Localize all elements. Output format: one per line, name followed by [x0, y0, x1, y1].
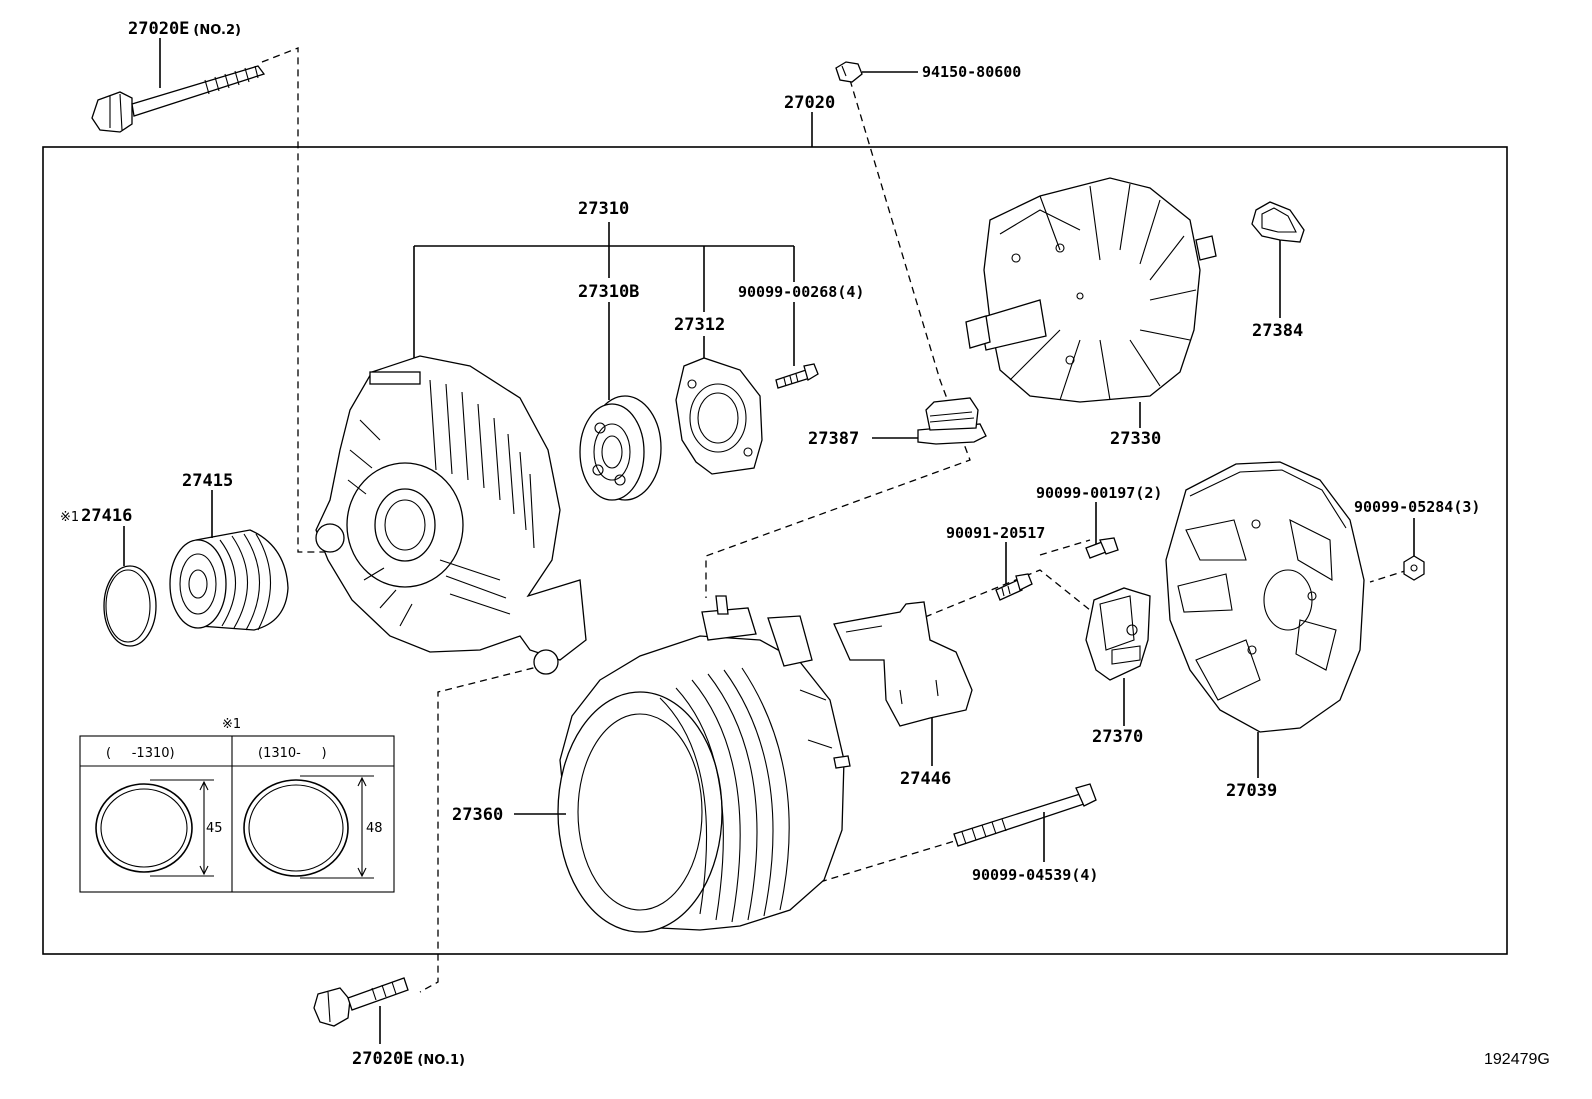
screw-90099-00197: [1085, 537, 1119, 559]
nut-94150-80600: [835, 61, 863, 83]
inset-header-right: (1310- ): [258, 746, 327, 761]
drive-end-frame: [315, 355, 587, 675]
inset-dim-48: 48: [366, 821, 383, 836]
label-27446: 27446: [900, 769, 951, 789]
rotor-27330: [965, 177, 1217, 403]
bearing-27310b: [579, 395, 662, 501]
label-27310b: 27310B: [578, 282, 639, 302]
ring-48: [243, 779, 349, 877]
boot-27387: [917, 397, 987, 445]
screw-90099-00268: [775, 363, 819, 389]
dashed-guides: [261, 47, 1409, 993]
inset-table: [79, 735, 395, 893]
bolt-27020e-no1: [313, 977, 409, 1027]
nut-90099-05284: [1403, 555, 1425, 581]
label-27020e-no1: 27020E(NO.1): [352, 1049, 465, 1069]
label-27384: 27384: [1252, 321, 1303, 341]
label-27020: 27020: [784, 93, 835, 113]
label-27360: 27360: [452, 805, 503, 825]
label-90099-00268: 90099-00268(4): [738, 283, 864, 301]
label-90091-20517: 90091-20517: [946, 524, 1045, 542]
label-27310: 27310: [578, 199, 629, 219]
inset-header-left: ( -1310): [106, 746, 175, 761]
label-27039: 27039: [1226, 781, 1277, 801]
label-27370: 27370: [1092, 727, 1143, 747]
label-27330: 27330: [1110, 429, 1161, 449]
label-90099-00197: 90099-00197(2): [1036, 484, 1162, 502]
inset-mark: ※1: [222, 717, 241, 732]
label-27312: 27312: [674, 315, 725, 335]
through-bolt-90099-04539: [953, 783, 1097, 847]
label-90099-04539: 90099-04539(4): [972, 866, 1098, 884]
bolt-27020e-no2: [91, 65, 266, 133]
inset-dim-45: 45: [206, 821, 223, 836]
label-90099-05284: 90099-05284(3): [1354, 498, 1480, 516]
label-94150-80600: 94150-80600: [922, 63, 1021, 81]
insulator-27384: [1251, 201, 1305, 243]
leader-27310-bracket: [413, 222, 795, 400]
brush-holder-27370: [1085, 587, 1151, 681]
figure-number: 192479G: [1484, 1051, 1550, 1068]
stator-27360: [557, 595, 851, 933]
assembly-frame: [42, 146, 1508, 955]
cap-27416: [103, 565, 157, 647]
pulley-27415: [169, 529, 289, 631]
terminal-insulator-27446: [833, 601, 973, 727]
label-27387: 27387: [808, 429, 859, 449]
label-27020e-no2: 27020E(NO.2): [128, 19, 241, 39]
rear-cover-27039: [1165, 461, 1365, 733]
bolt-90091-20517: [995, 573, 1033, 601]
retainer-27312: [675, 357, 763, 475]
label-27415: 27415: [182, 471, 233, 491]
ring-45: [95, 783, 193, 873]
